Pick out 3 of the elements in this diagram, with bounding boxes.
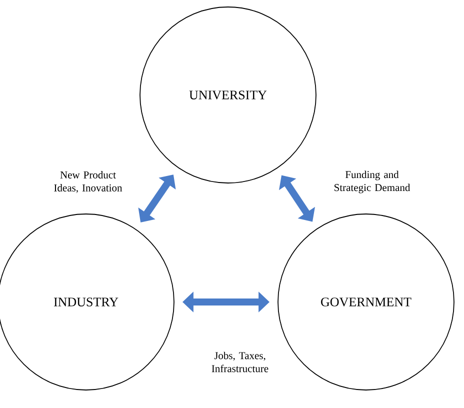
edge-label: Jobs, Taxes, Infrastructure [212,352,268,372]
edge-label: New Product Ideas, Inovation [54,171,122,193]
edge-label: Funding and Strategic Demand [334,170,410,194]
